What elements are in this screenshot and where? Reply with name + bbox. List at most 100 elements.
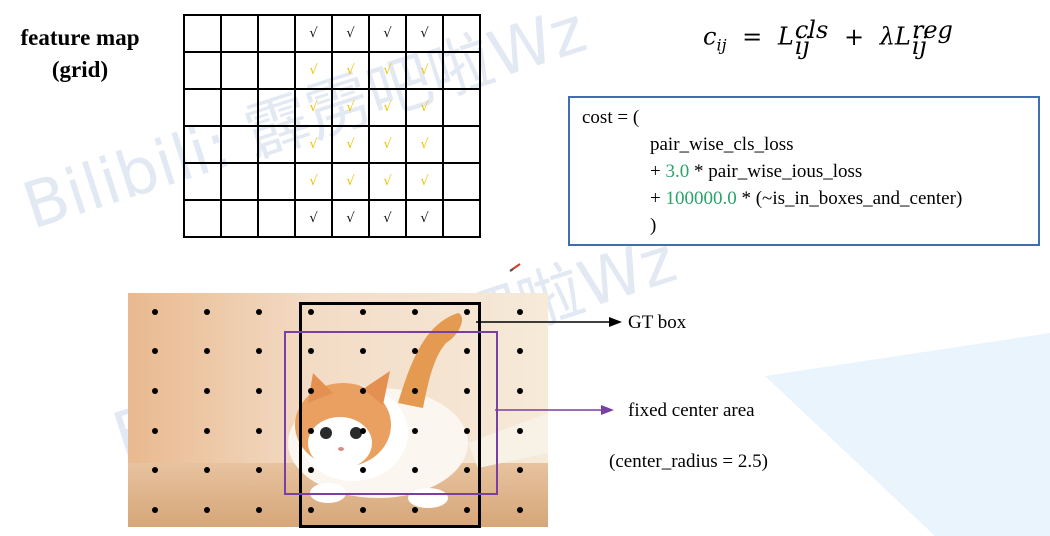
grid-point [412, 507, 418, 513]
grid-point [517, 309, 523, 315]
check-icon: √ [309, 211, 318, 226]
grid-cell [222, 53, 259, 90]
grid-cell-checked: √ [296, 127, 333, 164]
grid-cell-checked: √ [296, 201, 333, 238]
grid-point [152, 507, 158, 513]
grid-point [152, 309, 158, 315]
grid-cell [222, 127, 259, 164]
grid-cell-checked: √ [333, 90, 370, 127]
grid-cell [259, 16, 296, 53]
grid-cell [222, 16, 259, 53]
code-line-4-prefix: + [650, 188, 666, 209]
grid-cell [444, 164, 481, 201]
check-icon: √ [383, 211, 392, 226]
check-icon: √ [309, 100, 318, 115]
formula-equals: = [742, 22, 763, 51]
grid-point [308, 348, 314, 354]
grid-cell [185, 90, 222, 127]
grid-point [308, 428, 314, 434]
grid-cell [259, 53, 296, 90]
formula-term2-sub: ij [911, 32, 927, 60]
grid-cell-checked: √ [333, 164, 370, 201]
check-icon: √ [420, 100, 429, 115]
check-icon: √ [420, 137, 429, 152]
gt-arrow-head [609, 317, 622, 327]
grid-point [464, 309, 470, 315]
grid-cell [444, 127, 481, 164]
check-icon: √ [346, 211, 355, 226]
grid-cell-checked: √ [407, 16, 444, 53]
grid-cell-checked: √ [296, 53, 333, 90]
cost-code-box: cost = ( pair_wise_cls_loss + 3.0 * pair… [568, 96, 1040, 246]
grid-point [464, 467, 470, 473]
check-icon: √ [309, 63, 318, 78]
feature-map-title-line2: (grid) [51, 57, 109, 82]
grid-point [204, 507, 210, 513]
formula-term2: L [894, 22, 911, 51]
grid-point [152, 467, 158, 473]
grid-point [308, 309, 314, 315]
formula-plus: + [843, 22, 865, 51]
code-line-1: cost = ( [582, 107, 640, 128]
gt-box-label: GT box [628, 312, 687, 333]
grid-cell [185, 16, 222, 53]
center-radius-label: (center_radius = 2.5) [609, 451, 768, 472]
grid-cell-checked: √ [407, 201, 444, 238]
grid-cell-checked: √ [333, 53, 370, 90]
grid-cell-checked: √ [370, 164, 407, 201]
grid-point [464, 388, 470, 394]
grid-cell-checked: √ [370, 53, 407, 90]
grid-cell-checked: √ [370, 90, 407, 127]
center-arrow-head [601, 405, 614, 415]
formula-lhs-subscript: ij [716, 35, 727, 55]
feature-map-title: feature map (grid) [10, 22, 150, 86]
check-icon: √ [309, 26, 318, 41]
grid-point [256, 428, 262, 434]
grid-cell-checked: √ [407, 53, 444, 90]
grid-cell [222, 164, 259, 201]
feature-map-grid: √√√√√√√√√√√√√√√√√√√√√√√√ [183, 14, 481, 238]
grid-point [412, 348, 418, 354]
grid-point [360, 348, 366, 354]
grid-point [308, 388, 314, 394]
check-icon: √ [346, 174, 355, 189]
check-icon: √ [420, 174, 429, 189]
check-icon: √ [346, 100, 355, 115]
grid-point [412, 388, 418, 394]
grid-cell-checked: √ [296, 16, 333, 53]
center-area-label: fixed center area [628, 400, 755, 421]
pen-cursor-icon [509, 263, 521, 272]
grid-point [152, 388, 158, 394]
check-icon: √ [420, 211, 429, 226]
grid-point [464, 348, 470, 354]
grid-point [204, 309, 210, 315]
grid-cell [444, 53, 481, 90]
check-icon: √ [383, 100, 392, 115]
code-line-5: ) [650, 215, 657, 236]
grid-point [517, 507, 523, 513]
grid-point [308, 467, 314, 473]
grid-cell [222, 90, 259, 127]
check-icon: √ [420, 26, 429, 41]
grid-point [360, 428, 366, 434]
grid-cell [259, 90, 296, 127]
grid-cell [444, 90, 481, 127]
grid-point [412, 467, 418, 473]
grid-cell-checked: √ [370, 127, 407, 164]
formula-lhs: c [703, 22, 717, 51]
grid-point [412, 309, 418, 315]
grid-cell [444, 16, 481, 53]
code-line-3-number: 3.0 [665, 161, 690, 182]
grid-point [204, 348, 210, 354]
grid-cell-checked: √ [296, 90, 333, 127]
grid-cell-checked: √ [407, 164, 444, 201]
check-icon: √ [383, 137, 392, 152]
code-line-4-number: 100000.0 [665, 188, 737, 209]
grid-cell [185, 127, 222, 164]
check-icon: √ [383, 174, 392, 189]
grid-cell [259, 164, 296, 201]
